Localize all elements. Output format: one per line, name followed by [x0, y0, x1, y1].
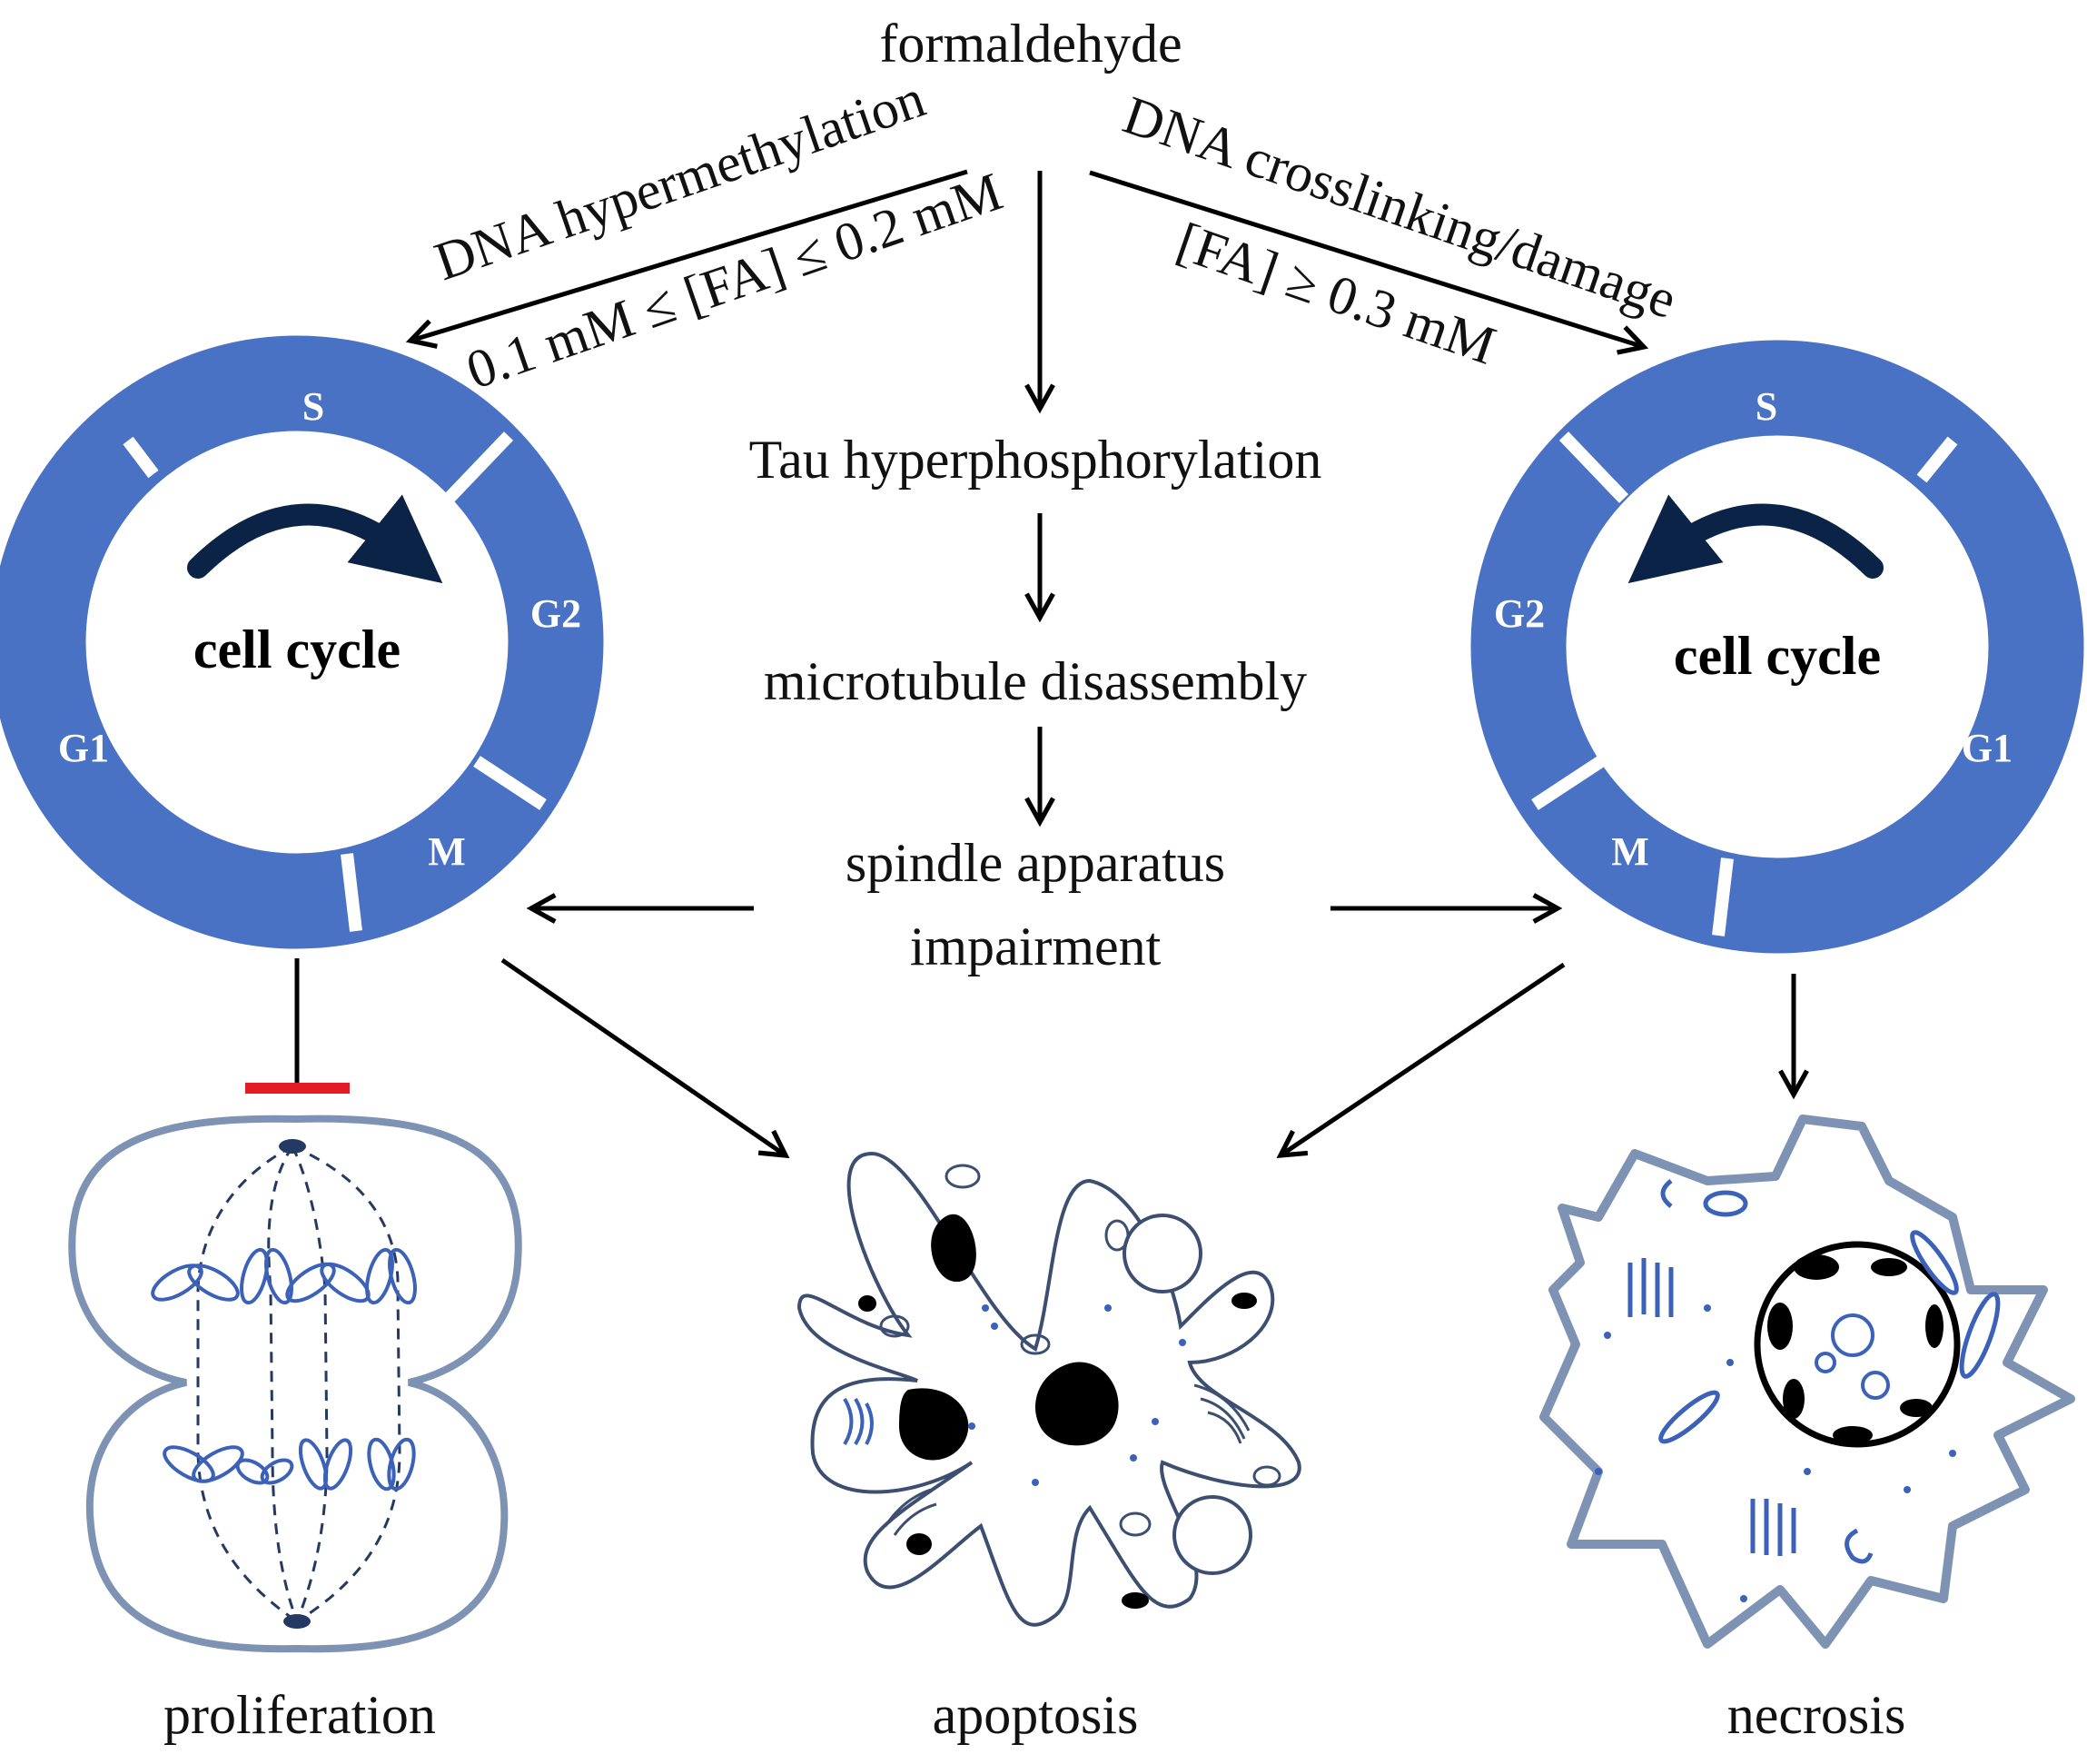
apoptotic-organelles: [879, 1164, 1281, 1537]
left-phase-m: M: [428, 829, 466, 874]
dividing-cell-icon: [68, 1115, 522, 1653]
microtubule-label: microtubule disassembly: [764, 651, 1307, 711]
right-ring-gap: [1531, 756, 1605, 810]
outcome-proliferation: proliferation: [163, 1685, 436, 1745]
condensed-nucleus-fragment: [1122, 1592, 1149, 1609]
vesicle-dots: [968, 1304, 1186, 1486]
apoptotic-cell-icon: [796, 1151, 1301, 1627]
right-phase-m: M: [1611, 829, 1649, 874]
condensed-nucleus-fragment: [899, 1388, 969, 1461]
right-phase-g1: G1: [1962, 726, 2013, 770]
left-ring-gap: [473, 756, 547, 810]
condensed-nucleus-fragment: [1231, 1293, 1257, 1309]
spindle-label-line1: spindle apparatus: [846, 833, 1225, 893]
apoptotic-er-icon: [843, 1397, 874, 1446]
tau-label: Tau hyperphosphorylation: [749, 430, 1322, 490]
left-ring-gap: [443, 431, 514, 503]
outcome-apoptosis: apoptosis: [933, 1685, 1139, 1745]
right-cycle-ring: [1470, 340, 2084, 954]
left-phase-s: S: [302, 384, 324, 429]
left-cycle-ring: [0, 335, 604, 949]
condensed-nucleus-fragment: [931, 1214, 976, 1283]
arrow-right-to-apoptosis: [1276, 962, 1566, 1159]
left-phase-g2: G2: [530, 591, 581, 636]
condensed-nucleus-fragment: [906, 1533, 932, 1555]
left-ring-gap: [123, 436, 159, 479]
debris-dots: [1595, 1304, 1956, 1602]
left-cycle-direction-icon: [187, 494, 443, 584]
left-cell-cycle: S G2 M G1 cell cycle: [0, 335, 604, 949]
left-cycle-title: cell cycle: [193, 619, 401, 679]
spindle-fibers: [196, 1145, 401, 1623]
outcome-necrosis: necrosis: [1727, 1685, 1906, 1745]
source-label: formaldehyde: [879, 14, 1182, 74]
right-ring-gap: [1916, 436, 1958, 483]
chromatin-clumps: [1767, 1254, 1944, 1444]
right-ring-gap: [1558, 431, 1629, 503]
arrow-to-right-cycle: [1089, 170, 1649, 355]
left-phase-g1: G1: [58, 726, 109, 770]
right-cycle-title: cell cycle: [1674, 626, 1881, 686]
apoptotic-body: [1172, 1495, 1252, 1575]
spindle-label-line2: impairment: [910, 917, 1162, 976]
right-cell-cycle: S G2 M G1 cell cycle: [1470, 340, 2084, 954]
apoptotic-body: [1123, 1214, 1202, 1293]
necrotic-nuclear-fragments: [1815, 1313, 1890, 1400]
right-ring-gap: [1712, 857, 1734, 937]
right-cycle-direction-icon: [1627, 494, 1884, 584]
arrow-to-left-cycle: [405, 169, 968, 349]
condensed-nucleus-fragment: [858, 1295, 876, 1312]
necrotic-nucleus: [1754, 1241, 1961, 1448]
necrotic-cell-icon: [1539, 1115, 2075, 1649]
dividing-cell-membrane: [68, 1115, 522, 1653]
necrotic-organelles: [1627, 1179, 2001, 1564]
left-ring-gap: [341, 853, 362, 932]
arrow-left-cycle-to-apoptosis: [500, 957, 790, 1159]
condensed-nucleus-fragment: [1035, 1362, 1119, 1446]
chromosome-icons: [151, 1247, 417, 1491]
right-phase-g2: G2: [1494, 591, 1545, 636]
right-phase-s: S: [1756, 384, 1777, 429]
